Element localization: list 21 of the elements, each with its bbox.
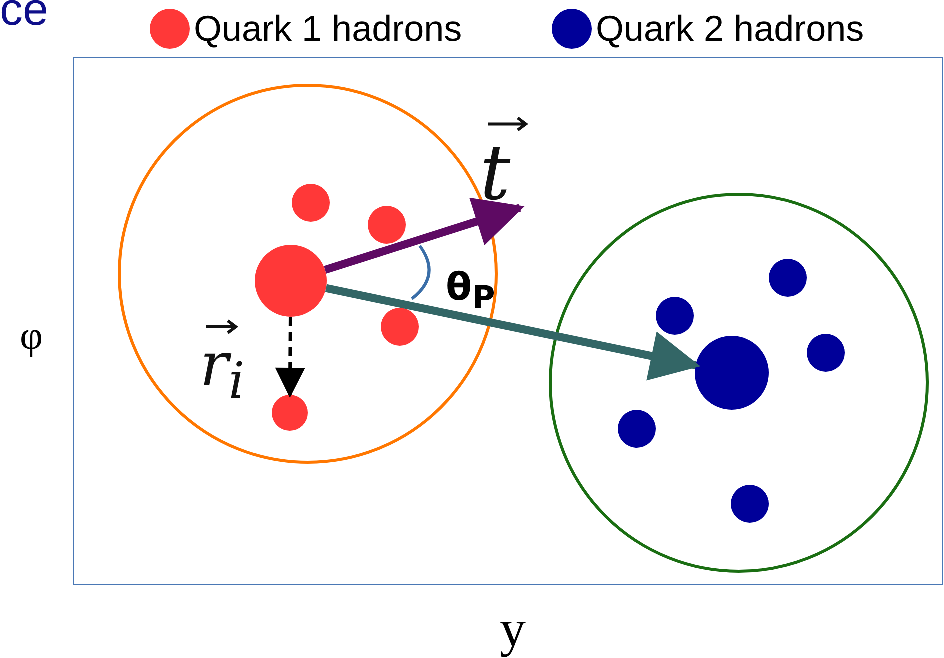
hadron-dot [368,206,406,244]
hadron-dot [618,410,656,448]
jet-cone-circle [549,193,929,573]
arrow [275,316,306,398]
hadron-dot [731,485,769,523]
arrow [324,198,525,274]
hadron-dot [381,308,419,346]
vector-label: t [480,128,511,217]
legend-text: Quark 2 hadrons [596,8,864,50]
hadron-dot [769,259,807,297]
axis-label: y [500,600,526,658]
vector-label: r$_{i}$ [200,330,245,410]
angle-label: θ$_{P}$ [446,265,496,317]
hadron-dot [272,395,308,431]
axis-label: φ [20,312,44,359]
heading-fragment: ce [0,0,49,36]
arrow [325,284,701,381]
legend-text: Quark 1 hadrons [194,8,462,50]
hadron-dot [656,297,694,335]
hadron-dot [807,334,845,372]
hadron-dot [292,184,330,222]
